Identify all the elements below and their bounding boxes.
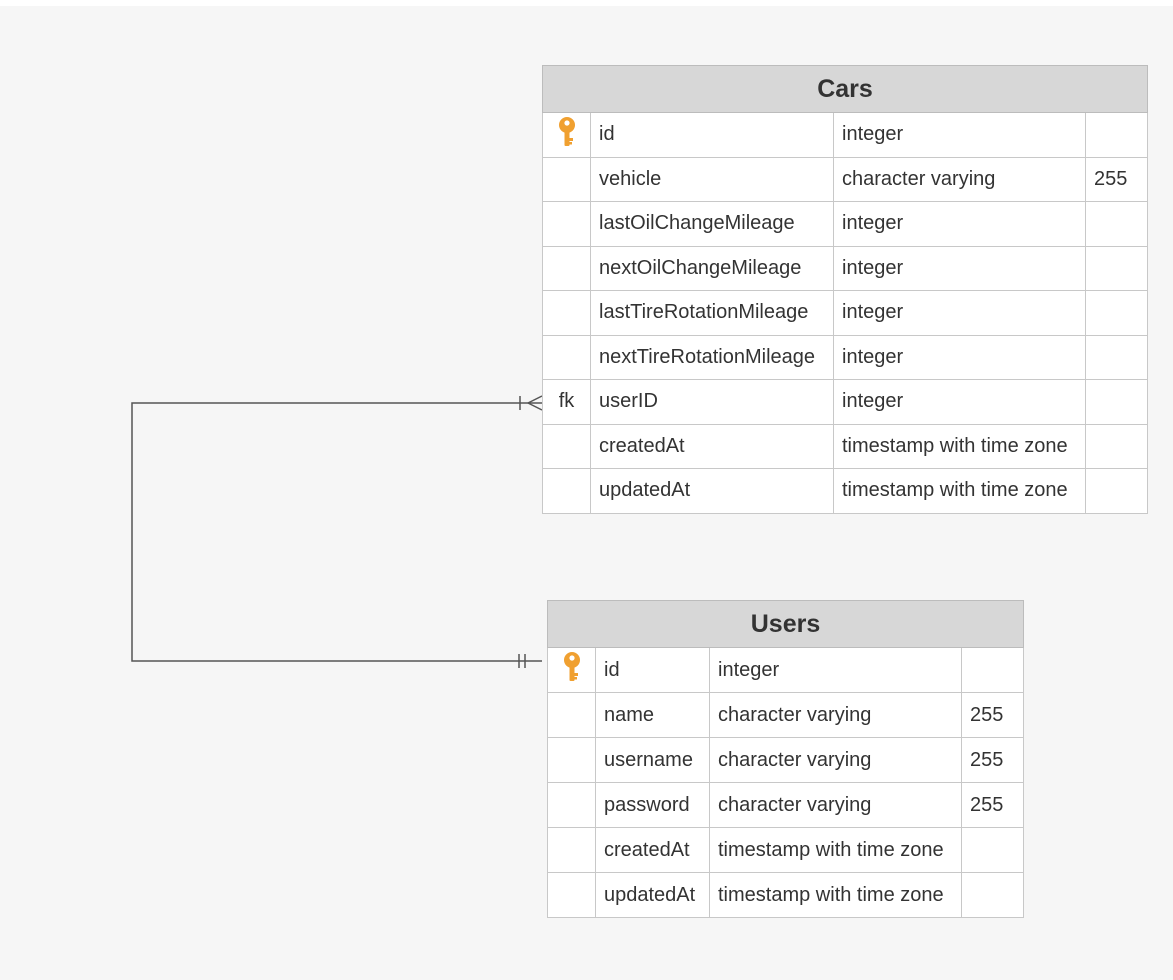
column-type: integer <box>833 379 1086 425</box>
column-size: 255 <box>961 782 1024 828</box>
column-name: createdAt <box>590 423 834 469</box>
column-type: character varying <box>833 156 1086 202</box>
column-type: character varying <box>709 737 962 783</box>
relationship-connector <box>131 402 542 662</box>
column-name: nextOilChangeMileage <box>590 245 834 291</box>
table-title: Cars <box>541 65 1149 113</box>
column-name: updatedAt <box>595 872 710 918</box>
marker-cell <box>542 468 591 514</box>
crowfoot-lower <box>527 402 543 411</box>
column-type: timestamp with time zone <box>709 827 962 873</box>
marker-cell <box>542 290 591 336</box>
column-size <box>1084 201 1149 247</box>
column-name: lastTireRotationMileage <box>590 290 834 336</box>
marker-cell <box>542 112 591 158</box>
column-name: updatedAt <box>590 468 834 514</box>
marker-cell <box>547 782 596 828</box>
column-name: name <box>595 692 710 738</box>
column-size: 255 <box>1084 156 1149 202</box>
column-size <box>1084 245 1149 291</box>
column-size <box>961 872 1024 918</box>
column-name: createdAt <box>595 827 710 873</box>
column-size: 255 <box>961 692 1024 738</box>
column-size <box>1084 112 1149 158</box>
column-name: username <box>595 737 710 783</box>
column-name: id <box>590 112 834 158</box>
column-type: integer <box>833 245 1086 291</box>
column-size: 255 <box>961 737 1024 783</box>
column-name: nextTireRotationMileage <box>590 334 834 380</box>
column-name: password <box>595 782 710 828</box>
foreign-key-marker: fk <box>558 390 575 413</box>
marker-cell <box>547 692 596 738</box>
primary-key-icon <box>561 651 583 689</box>
column-size <box>961 647 1024 693</box>
column-size <box>1084 334 1149 380</box>
marker-cell <box>542 201 591 247</box>
column-type: integer <box>833 290 1086 336</box>
column-type: integer <box>709 647 962 693</box>
column-type: character varying <box>709 692 962 738</box>
column-size <box>1084 468 1149 514</box>
column-name: vehicle <box>590 156 834 202</box>
column-type: timestamp with time zone <box>833 423 1086 469</box>
marker-cell <box>542 334 591 380</box>
marker-cell <box>542 423 591 469</box>
marker-cell <box>542 156 591 202</box>
marker-cell <box>542 245 591 291</box>
column-size <box>1084 290 1149 336</box>
column-type: timestamp with time zone <box>709 872 962 918</box>
marker-cell <box>547 737 596 783</box>
marker-cell: fk <box>542 379 591 425</box>
column-name: userID <box>590 379 834 425</box>
column-type: integer <box>833 201 1086 247</box>
marker-cell <box>547 827 596 873</box>
marker-cell <box>547 647 596 693</box>
column-type: integer <box>833 112 1086 158</box>
column-type: timestamp with time zone <box>833 468 1086 514</box>
primary-key-icon <box>556 116 578 154</box>
column-size <box>961 827 1024 873</box>
marker-cell <box>547 872 596 918</box>
column-name: lastOilChangeMileage <box>590 201 834 247</box>
column-name: id <box>595 647 710 693</box>
column-size <box>1084 423 1149 469</box>
table-title: Users <box>547 600 1024 648</box>
column-type: integer <box>833 334 1086 380</box>
column-size <box>1084 379 1149 425</box>
crowfoot-upper <box>527 395 543 404</box>
column-type: character varying <box>709 782 962 828</box>
